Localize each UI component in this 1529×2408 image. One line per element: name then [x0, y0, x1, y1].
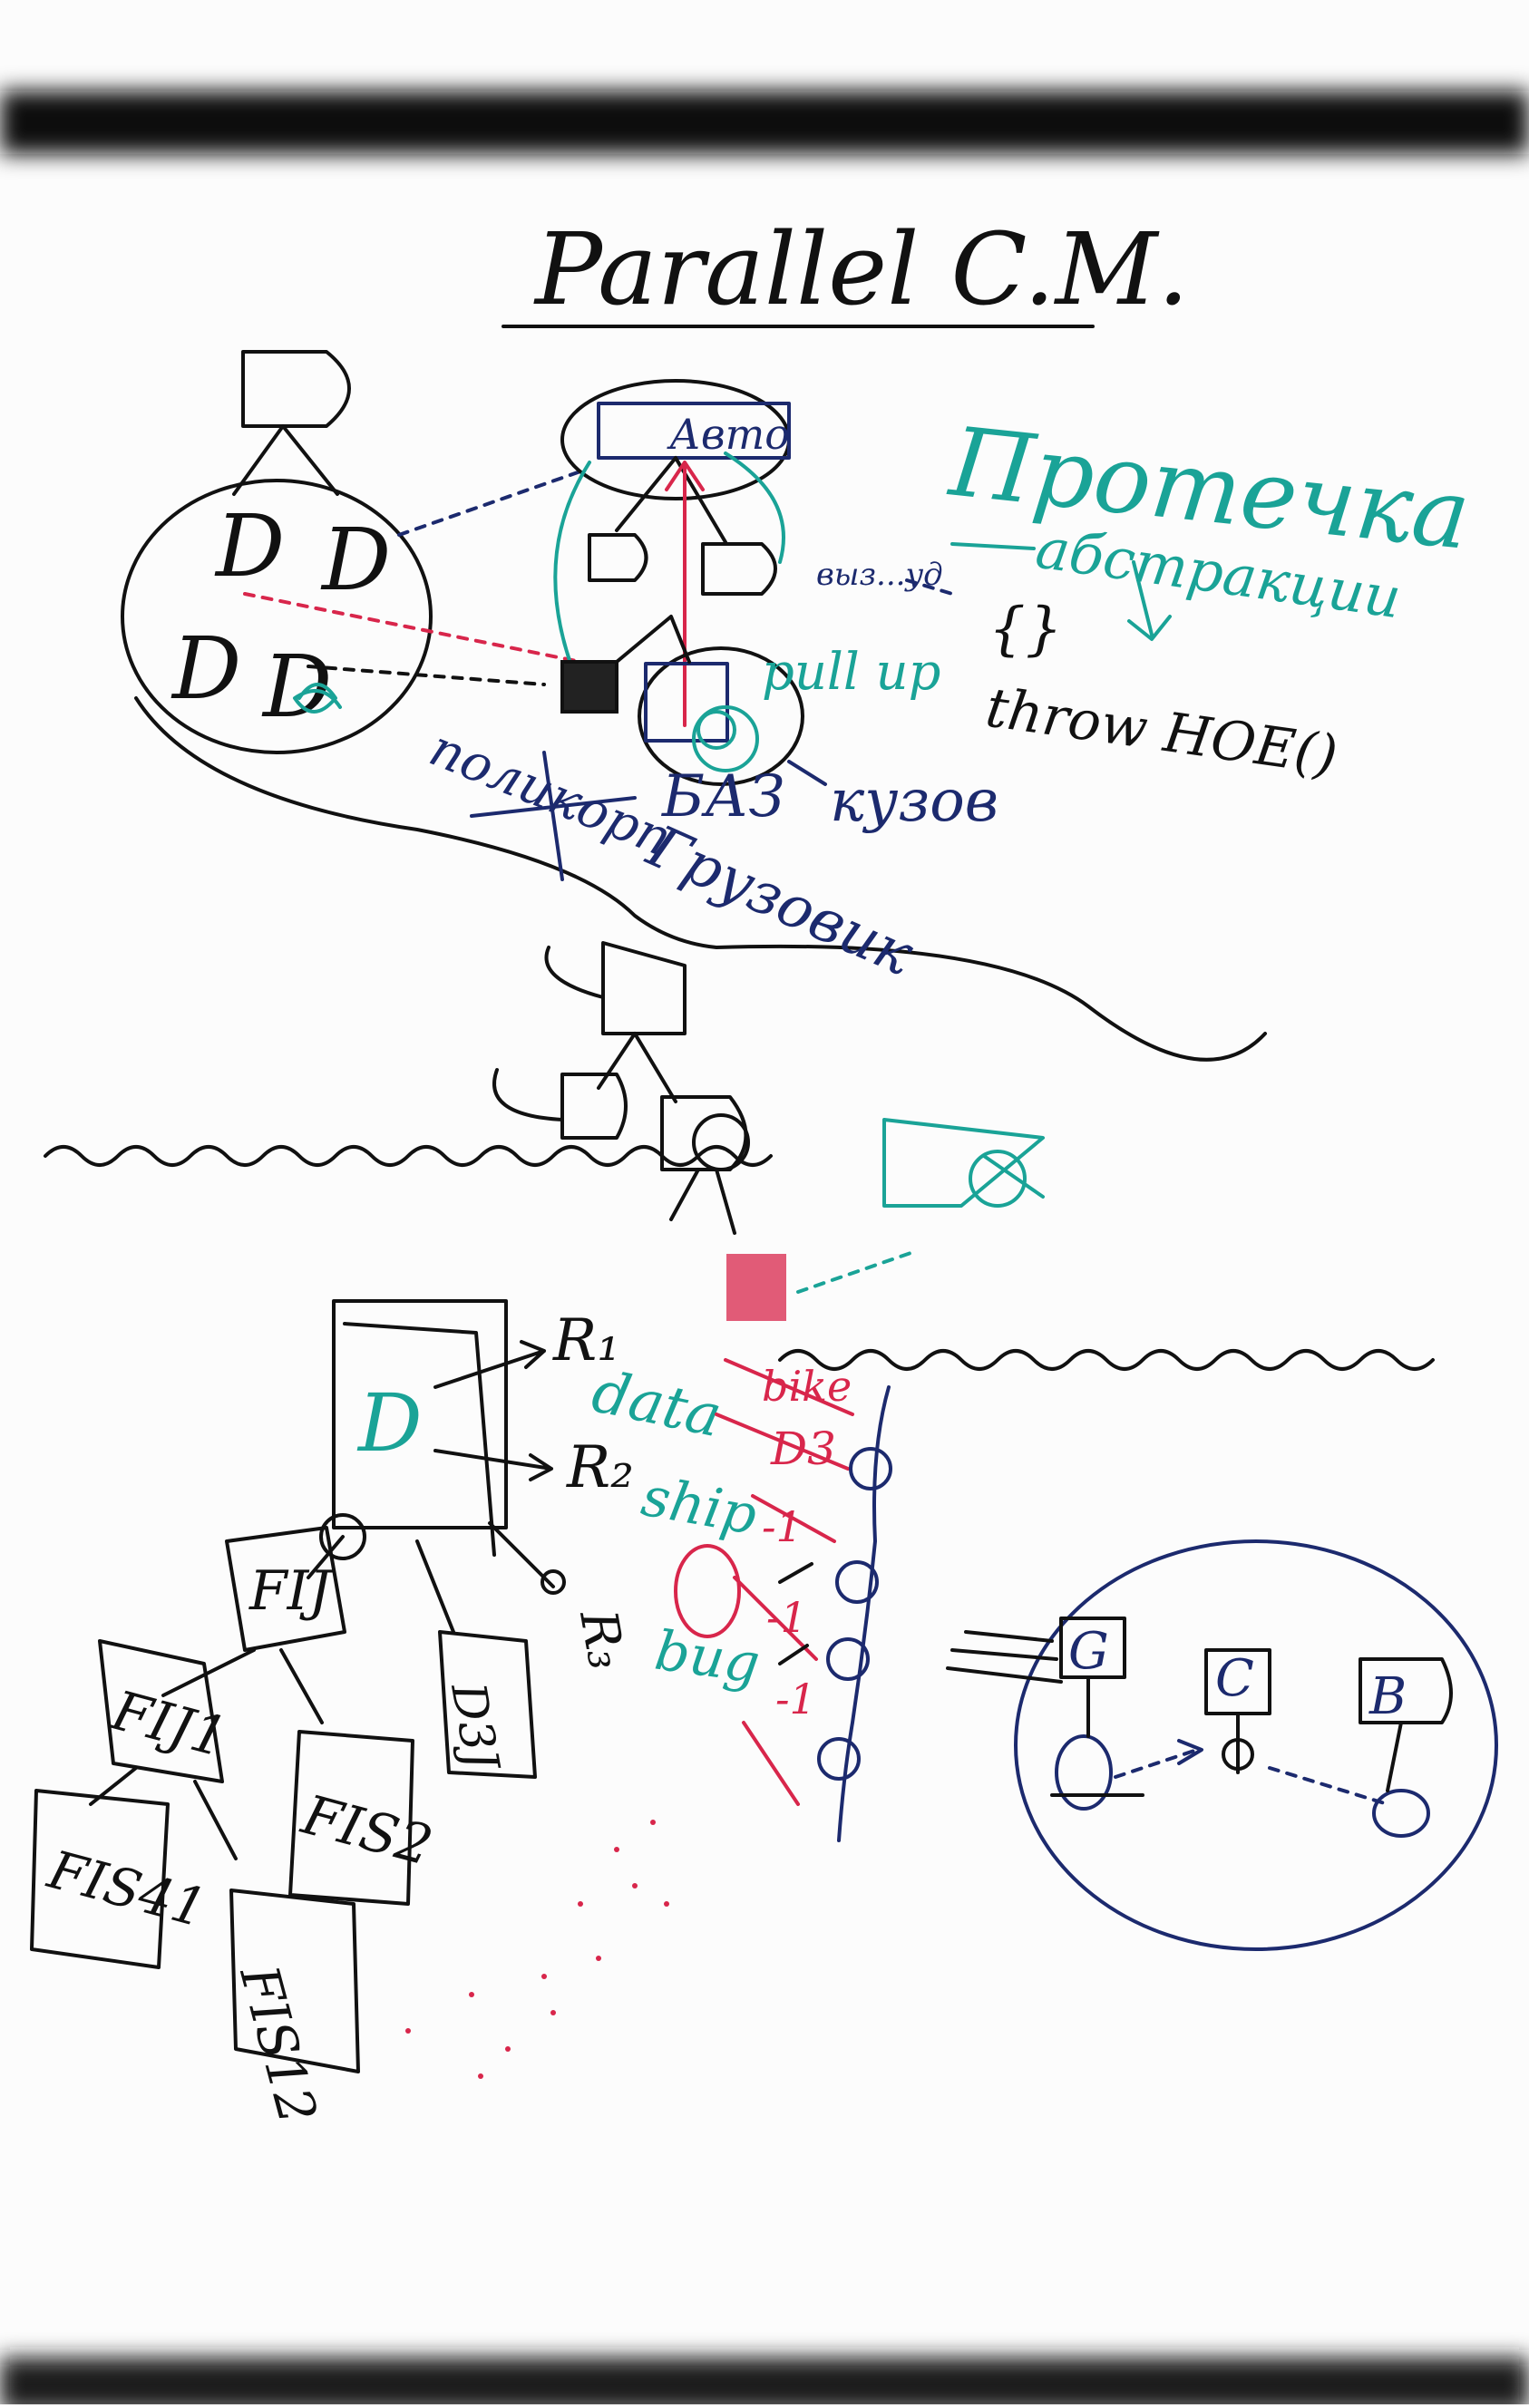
tree-node-d-top [241, 350, 351, 428]
right-node-g [1059, 1617, 1126, 1679]
wavy-line-top [44, 1145, 773, 1167]
red-diagonal-fan [715, 1358, 854, 1806]
section-brace [134, 696, 1267, 1062]
tree-node-fis41-label: FIS41 [41, 1839, 212, 1940]
tree-node-d: D [320, 510, 391, 610]
red-one-1: -1 [762, 1502, 803, 1551]
lower-d-label: D [356, 1376, 423, 1470]
relation-r2: R₂ [566, 1434, 634, 1501]
board-title: Parallel C.M. [533, 211, 1189, 327]
label-braces: {} [988, 596, 1062, 663]
tree-node-d: D [214, 497, 285, 597]
dashed-link-black [307, 665, 546, 686]
cluster-circle-left [121, 479, 433, 754]
protechka-underline [950, 542, 1036, 550]
relation-text-bug: bug [651, 1619, 764, 1696]
label-kuzov: кузов [830, 768, 998, 835]
teal-dashed-link [796, 1249, 918, 1294]
teal-arc-right [724, 452, 785, 564]
teal-node-middle [882, 1118, 1045, 1208]
label-pull-up: pull up [762, 643, 940, 702]
tree-node-d3j [438, 1630, 537, 1779]
red-label-bike: bike [762, 1362, 852, 1411]
middle-node-top [601, 941, 687, 1035]
right-node-g-label: G [1068, 1622, 1109, 1681]
node-d-middle-right [701, 542, 777, 596]
board-bottom-edge [0, 2357, 1529, 2408]
right-node-b [1359, 1657, 1453, 1724]
label-throw: throw НОЕ() [982, 676, 1341, 789]
lower-d-box [332, 1299, 508, 1529]
label-baz: БАЗ [661, 763, 784, 830]
teal-circle-scribble [692, 705, 759, 772]
board-top-edge [0, 91, 1529, 154]
node-navy-box [644, 662, 729, 743]
cluster-circle-lower [638, 646, 804, 786]
relation-r3: R₃ [568, 1605, 636, 1674]
dashed-link-red [243, 592, 582, 664]
tree-node-fij1-label: FIJ1 [104, 1679, 233, 1771]
tree-node-d3j-label: D3J [440, 1678, 509, 1777]
node-d-middle-left [588, 533, 648, 582]
right-node-b-label: B [1368, 1667, 1407, 1726]
middle-node-left [560, 1073, 628, 1140]
tree-node-d: D [261, 637, 332, 737]
tree-node-fis41 [30, 1789, 170, 1969]
relation-r1: R₁ [552, 1307, 620, 1374]
right-cluster: G C B [946, 1539, 1498, 1951]
red-node [726, 1254, 786, 1321]
tree-node-fis12-label: FIS12 [228, 1958, 329, 2130]
red-one-3: -1 [775, 1675, 816, 1723]
middle-tree [492, 941, 750, 1235]
dashed-link-navy [397, 470, 582, 537]
node-avto-label: Авто [667, 410, 790, 459]
wavy-line-bottom [778, 1349, 1435, 1371]
teal-arc-left [553, 461, 591, 691]
relation-text-ship: ship [637, 1465, 761, 1548]
upper-center-cluster: Авто БАЗ pull up кузов выз...уд [553, 379, 998, 835]
tree-node-d: D [170, 619, 241, 719]
node-black-filled [560, 660, 618, 714]
tree-node-fij1 [98, 1639, 224, 1783]
tree-node-fis2-label: FIS2 [295, 1783, 439, 1879]
lower-diagram: D R₁ R₂ R₃ data ship bug bike D3 -1 -1 -… [30, 1299, 892, 2130]
label-vyz: выз...уд [816, 557, 943, 593]
red-dots [405, 1820, 669, 2079]
right-node-c-label: C [1215, 1649, 1254, 1708]
red-arrow-up [665, 461, 705, 727]
cluster-circle-right [1014, 1539, 1498, 1951]
tree-node-fis12 [229, 1889, 360, 2073]
node-avto-box [597, 402, 791, 460]
tree-node-fij [225, 1526, 346, 1652]
tree-node-fis2 [288, 1730, 414, 1906]
navy-chain [837, 1385, 891, 1842]
arrow-to-throw [1127, 560, 1172, 641]
teal-scribble-left [293, 683, 342, 714]
middle-node-right [660, 1095, 748, 1171]
tree-node-fij-label: FIJ [248, 1559, 333, 1623]
upper-tree: D D D D [121, 350, 1267, 1062]
